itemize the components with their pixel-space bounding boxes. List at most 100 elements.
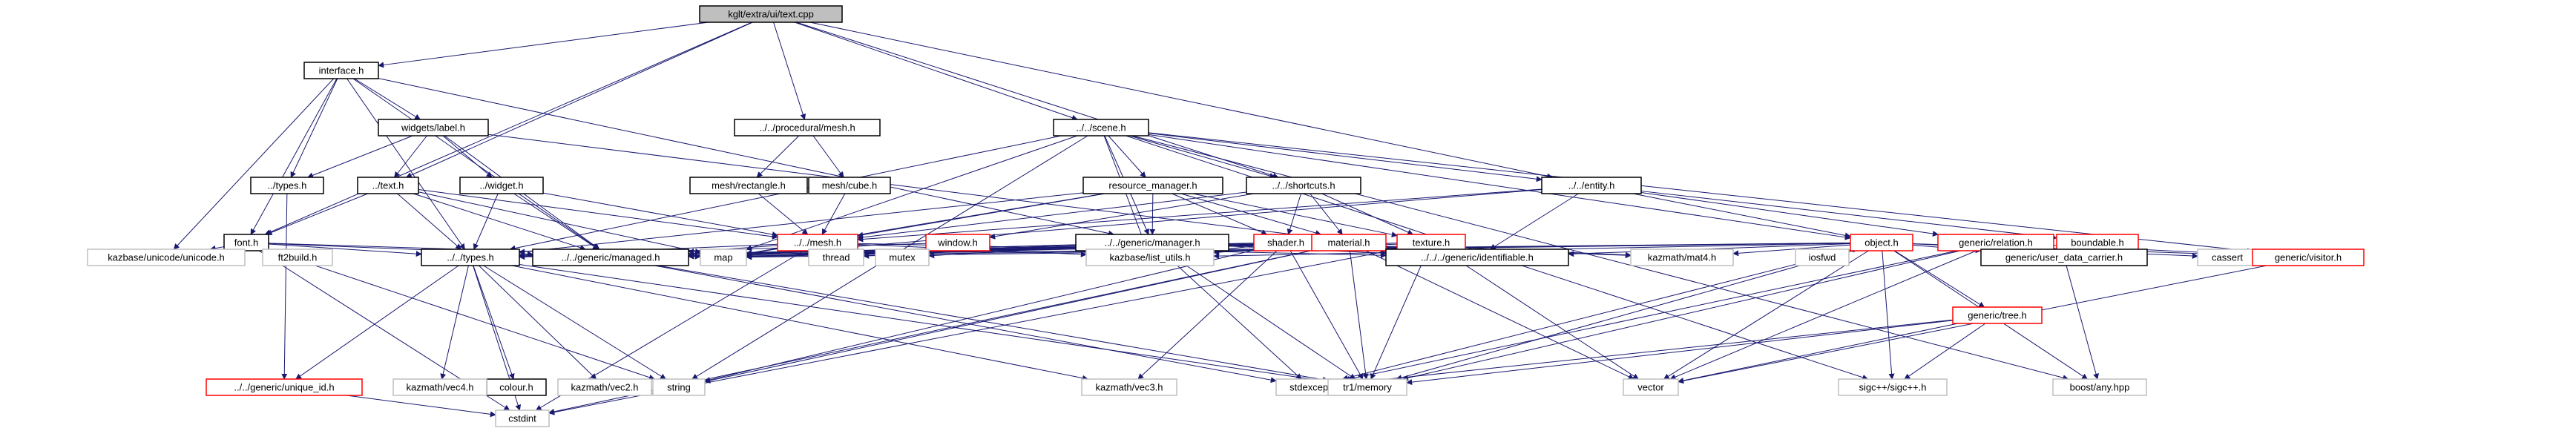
edge-generic_tree-to-vector [1678, 323, 1959, 384]
node-text[interactable]: ../text.h [357, 177, 419, 194]
node-kazmath-vec2: kazmath/vec2.h [557, 378, 652, 396]
edge-widgets_label-to-types_local [307, 135, 413, 179]
node-label: generic/visitor.h [2275, 252, 2342, 263]
node-kazmath-mat4: kazmath/mat4.h [1630, 249, 1734, 266]
node-label: ../../generic/managed.h [562, 252, 660, 263]
node-material[interactable]: material.h [1311, 234, 1387, 251]
node-label: mutex [889, 252, 916, 263]
node-label: interface.h [319, 65, 364, 76]
node-vector: vector [1623, 378, 1679, 396]
node-generic-manager[interactable]: ../../generic/manager.h [1075, 234, 1229, 251]
node-map: map [700, 249, 747, 266]
node-box [250, 177, 324, 194]
node-box [1385, 249, 1569, 266]
node-mesh-rectangle[interactable]: mesh/rectangle.h [689, 177, 808, 194]
edge-proc_mesh-to-mesh_rectangle [756, 135, 800, 178]
node-label: ../../scene.h [1076, 122, 1126, 134]
node-label: shader.h [1267, 237, 1304, 249]
node-label: kazmath/mat4.h [1648, 252, 1717, 263]
edge-generic_managed-to-tr1_memory [658, 265, 1329, 383]
edge-resource_manager-to-generic_manager [1149, 193, 1156, 235]
edge-scene-to-object [1148, 134, 1851, 240]
edge-shader-to-string [704, 249, 1255, 383]
node-box [557, 378, 652, 396]
edge-generic_relation-to-vector [1669, 250, 1977, 380]
node-generic-visitor[interactable]: generic/visitor.h [2252, 249, 2365, 266]
node-widget[interactable]: ../widget.h [459, 177, 544, 194]
node-generic-identifiable[interactable]: ../../../generic/identifiable.h [1385, 249, 1569, 266]
node-resource-manager[interactable]: resource_manager.h [1082, 177, 1223, 194]
node-generic-tree[interactable]: generic/tree.h [1952, 306, 2043, 324]
node-label: cassert [2212, 252, 2243, 263]
node-generic-relation[interactable]: generic/relation.h [1937, 234, 2054, 251]
edge-proc_mesh-to-mesh_cube [812, 135, 844, 178]
node-label: kazbase/list_utils.h [1109, 252, 1190, 263]
node-box [1081, 378, 1177, 396]
edge-layer [173, 22, 2267, 418]
node-label: ../../entity.h [1568, 180, 1615, 191]
edge-generic_managed-to-stdexcept [654, 265, 1277, 384]
node-colour[interactable]: colour.h [486, 378, 547, 396]
node-thread: thread [808, 249, 864, 266]
node-widgets-label[interactable]: widgets/label.h [378, 119, 489, 136]
node-mutex: mutex [875, 249, 930, 266]
edge-object-to-kazmath_mat4 [1732, 244, 1851, 257]
node-window[interactable]: window.h [925, 234, 990, 251]
node-shader[interactable]: shader.h [1253, 234, 1318, 251]
node-box [1980, 249, 2148, 266]
node-box [652, 378, 706, 396]
edge-generic_user_data_carrier-to-boost_any [2066, 265, 2099, 380]
edge-material-to-tr1_memory [1349, 250, 1369, 380]
node-label: mesh/rectangle.h [712, 180, 786, 191]
node-box [532, 249, 689, 266]
node-label: ../types.h [268, 180, 307, 191]
edge-root-to-proc_mesh [773, 22, 806, 120]
node-label: resource_manager.h [1108, 180, 1197, 191]
edge-entity-to-boundable [1640, 191, 2057, 240]
node-interface[interactable]: interface.h [303, 62, 379, 79]
edge-text-to-types_main [397, 193, 462, 250]
node-generic-unique-id[interactable]: ../../generic/unique_id.h [206, 378, 363, 396]
edge-widgets_label-to-text [394, 135, 427, 178]
node-types-local[interactable]: ../types.h [250, 177, 324, 194]
node-object[interactable]: object.h [1850, 234, 1913, 251]
node-box [459, 177, 544, 194]
edge-texture-to-vector [1443, 250, 1639, 380]
edge-root-to-font [264, 22, 752, 235]
edge-object-to-tr1_memory [1396, 250, 1853, 381]
node-generic-user-data-carrier[interactable]: generic/user_data_carrier.h [1980, 249, 2148, 266]
node-box [808, 177, 891, 194]
edge-scene-to-resource_manager [1108, 135, 1146, 178]
node-label: generic/tree.h [1968, 310, 2027, 321]
node-texture[interactable]: texture.h [1396, 234, 1466, 251]
node-box [357, 177, 419, 194]
node-box [87, 249, 246, 266]
node-proc-mesh[interactable]: ../../procedural/mesh.h [734, 119, 881, 136]
node-font[interactable]: font.h [223, 234, 269, 251]
node-box [1085, 249, 1215, 266]
node-mesh[interactable]: ../../mesh.h [777, 234, 858, 251]
node-box [700, 249, 747, 266]
node-box [1850, 234, 1913, 251]
edge-root-to-shortcuts [796, 22, 1279, 179]
node-label: kazbase/unicode/unicode.h [108, 252, 225, 263]
edge-interface-to-types_local [290, 78, 338, 178]
node-label: map [714, 252, 732, 263]
node-box [689, 177, 808, 194]
edge-interface-to-kazbase_unicode [173, 78, 335, 250]
edge-font-to-types_main [268, 243, 422, 257]
node-label: ft2build.h [278, 252, 318, 263]
node-root[interactable]: kglt/extra/ui/text.cpp [699, 5, 843, 23]
node-scene[interactable]: ../../scene.h [1053, 119, 1149, 136]
node-generic-managed[interactable]: ../../generic/managed.h [532, 249, 689, 266]
node-label: mesh/cube.h [822, 180, 877, 191]
node-mesh-cube[interactable]: mesh/cube.h [808, 177, 891, 194]
node-shortcuts[interactable]: ../../shortcuts.h [1246, 177, 1361, 194]
node-label: string [667, 382, 691, 393]
node-box [378, 119, 489, 136]
node-boundable[interactable]: boundable.h [2056, 234, 2139, 251]
node-types-main[interactable]: ../../types.h [421, 249, 520, 266]
edge-widgets_label-to-widget [442, 135, 493, 178]
edge-types_main-to-kazmath_vec2 [479, 265, 597, 380]
node-entity[interactable]: ../../entity.h [1541, 177, 1642, 194]
